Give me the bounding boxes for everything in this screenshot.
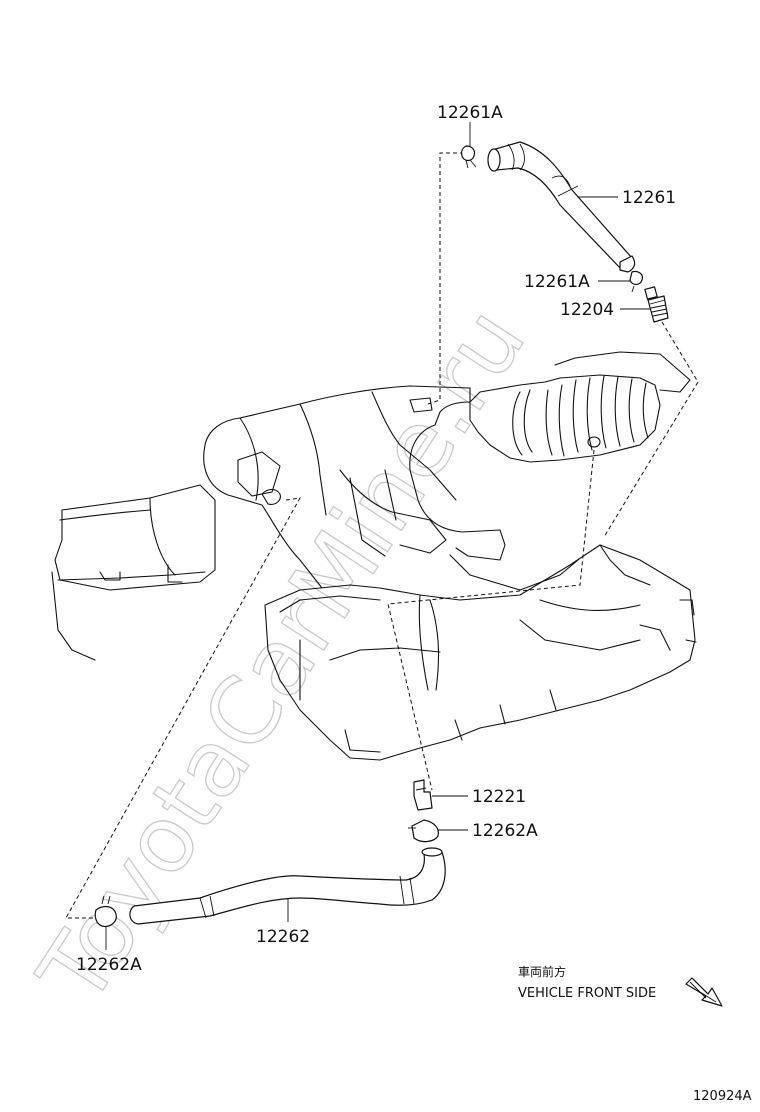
leader-lines (65, 122, 699, 950)
hose-clamp-lower-left[interactable] (94, 895, 117, 927)
union-fitting[interactable] (413, 779, 433, 811)
callout-12261: 12261 (622, 188, 676, 208)
direction-label-english: VEHICLE FRONT SIDE (518, 986, 656, 1001)
front-direction-arrow-icon (685, 977, 723, 1007)
hose-clamp-top[interactable] (461, 145, 477, 169)
direction-label-japanese: 車両前方 (518, 964, 566, 979)
ventilation-hose-upper[interactable] (487, 141, 636, 273)
callout-12262: 12262 (256, 927, 310, 947)
callout-12261a-top: 12261A (437, 103, 503, 123)
hose-clamp-mid[interactable] (629, 270, 643, 293)
figure-code: 120924A (693, 1089, 752, 1104)
callout-12262a-left: 12262A (76, 955, 142, 975)
pcv-valve[interactable] (644, 286, 669, 323)
callout-12204: 12204 (560, 300, 614, 320)
hose-clamp-lower-right[interactable] (408, 819, 439, 843)
ventilation-hose-lower[interactable] (129, 847, 446, 925)
callout-12221: 12221 (472, 787, 526, 807)
callout-12262a-right: 12262A (472, 821, 538, 841)
callout-12261a-mid: 12261A (524, 272, 590, 292)
engine-assembly (51, 351, 697, 761)
